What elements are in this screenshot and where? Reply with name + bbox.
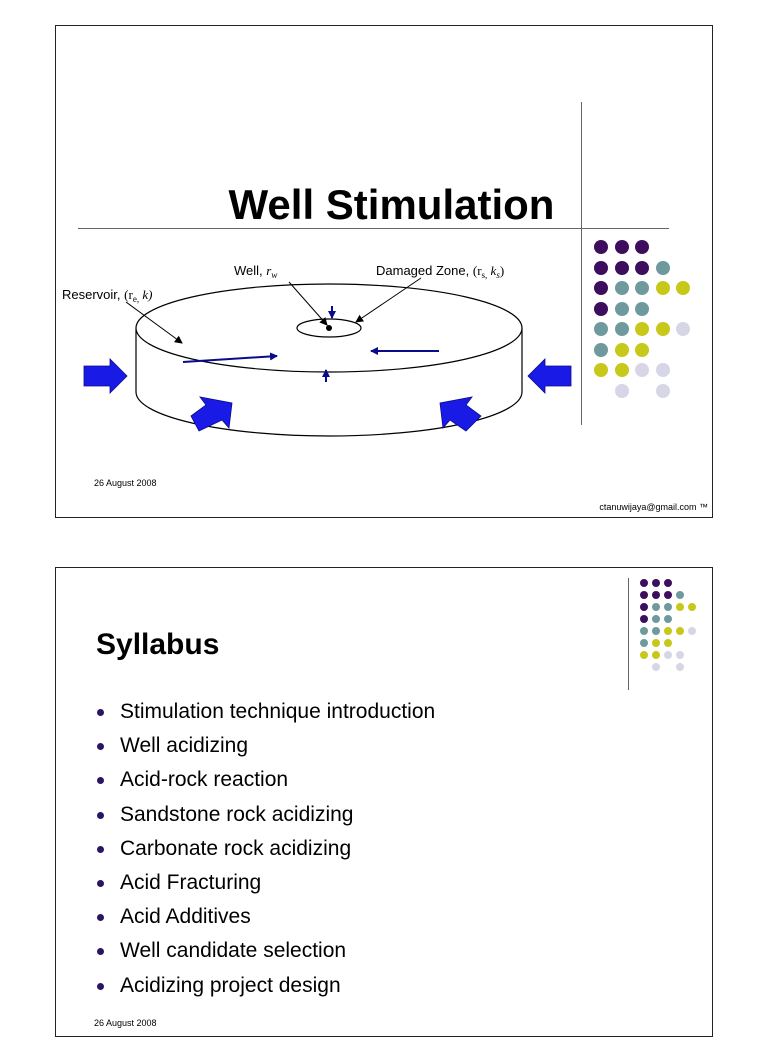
decorative-dot (652, 663, 660, 671)
decorative-dot (652, 627, 660, 635)
decorative-dot (640, 579, 648, 587)
decorative-dot (614, 363, 629, 377)
decorative-dot (676, 603, 684, 611)
decorative-dot (614, 342, 629, 357)
decorative-dot (655, 260, 670, 275)
decorative-dot (594, 281, 608, 295)
decorative-dot (676, 281, 690, 295)
decorative-dot (594, 301, 608, 316)
block-arrow-right (527, 358, 572, 394)
decorative-dot (688, 627, 696, 635)
decorative-dot (652, 651, 660, 659)
slide-date: 26 August 2008 (94, 478, 157, 488)
block-arrow-bottom-right (439, 396, 482, 432)
syllabus-list: Stimulation technique introduction Well … (96, 696, 435, 1004)
decorative-dot (640, 615, 648, 623)
flow-arrow-left (182, 352, 278, 363)
decorative-dot (664, 603, 672, 611)
decorative-dot (652, 615, 660, 623)
vertical-divider (581, 102, 582, 425)
decorative-dot (640, 627, 648, 635)
decorative-dot (664, 579, 672, 587)
decorative-dot (635, 363, 649, 377)
well-leader (288, 281, 328, 326)
slide-well-stimulation: Well Stimulation (55, 25, 713, 518)
decorative-dot (655, 363, 670, 377)
block-arrow-left (83, 358, 128, 394)
decorative-dot (652, 579, 660, 587)
decorative-dot (664, 651, 672, 659)
decorative-dot (594, 322, 608, 336)
decorative-dot (635, 342, 649, 357)
decorative-dot (614, 240, 629, 254)
decorative-dot (676, 591, 684, 599)
syllabus-item: Acid Additives (96, 901, 435, 935)
syllabus-item: Well candidate selection (96, 935, 435, 969)
decorative-dot (688, 603, 696, 611)
decorative-dot (664, 615, 672, 623)
decorative-dot (664, 591, 672, 599)
decorative-dot (614, 301, 629, 316)
title-divider (78, 228, 669, 229)
slide-title: Well Stimulation (228, 181, 555, 228)
author-email: ctanuwijaya@gmail.com ™ (599, 502, 708, 512)
syllabus-item: Acid-rock reaction (96, 764, 435, 798)
decorative-dot (635, 281, 649, 295)
decorative-dot (652, 591, 660, 599)
decorative-dot (614, 322, 629, 336)
decorative-dot (594, 260, 608, 275)
syllabus-item: Acid Fracturing (96, 867, 435, 901)
damaged-leader (355, 277, 422, 323)
damaged-zone-label: Damaged Zone, (rs, ks) (376, 263, 504, 280)
decorative-dot (594, 342, 608, 357)
decorative-dot (676, 322, 690, 336)
decorative-dot (676, 663, 684, 671)
well-label: Well, rw (234, 263, 277, 280)
decorative-dot (676, 627, 684, 635)
decorative-dot (640, 603, 648, 611)
slide-date: 26 August 2008 (94, 1018, 157, 1028)
syllabus-item: Carbonate rock acidizing (96, 833, 435, 867)
decorative-dot (594, 240, 608, 254)
decorative-dot (614, 260, 629, 275)
decorative-dot (652, 639, 660, 647)
reservoir-leader (125, 301, 183, 344)
decorative-dot (614, 281, 629, 295)
decorative-dot (652, 603, 660, 611)
well-dot (326, 325, 332, 331)
syllabus-item: Stimulation technique introduction (96, 696, 435, 730)
decorative-dot (655, 383, 670, 398)
slide-title: Syllabus (96, 628, 220, 661)
decorative-dot (655, 322, 670, 336)
vertical-divider (628, 578, 629, 690)
block-arrow-bottom-left (190, 396, 233, 432)
decorative-dot (635, 240, 649, 254)
reservoir-diagram: Reservoir, (re, k) Well, rw Damaged Zone… (62, 263, 572, 437)
decorative-dot (640, 591, 648, 599)
syllabus-item: Sandstone rock acidizing (96, 799, 435, 833)
decorative-dot (635, 301, 649, 316)
decorative-dot (655, 281, 670, 295)
decorative-dot (640, 639, 648, 647)
decorative-dot (635, 322, 649, 336)
decorative-dot (664, 639, 672, 647)
decorative-dot (635, 260, 649, 275)
slide-syllabus: Syllabus Stimulation technique introduct… (55, 567, 713, 1037)
decorative-dot (614, 383, 629, 398)
syllabus-item: Well acidizing (96, 730, 435, 764)
decorative-dot (676, 651, 684, 659)
decorative-dot (640, 651, 648, 659)
syllabus-item: Acidizing project design (96, 970, 435, 1004)
decorative-dot (594, 363, 608, 377)
decorative-dot (664, 627, 672, 635)
reservoir-label: Reservoir, (re, k) (62, 287, 152, 304)
